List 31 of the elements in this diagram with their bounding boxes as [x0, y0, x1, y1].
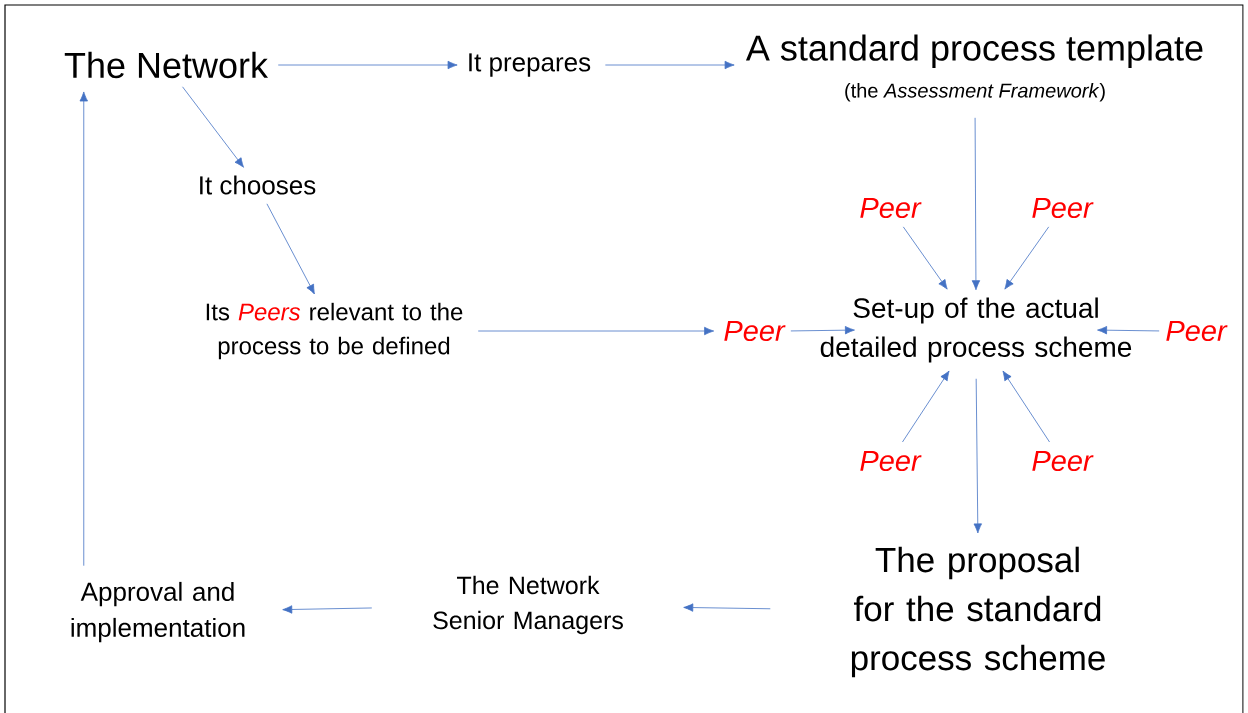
arrow	[1097, 326, 1160, 335]
node-text: Its Peers relevant to the process to be defined	[206, 302, 463, 360]
arrow	[683, 603, 771, 612]
arrow	[277, 60, 458, 70]
heading-text: A standard process template (the Assessment Framework)	[745, 34, 1203, 102]
node-text: The proposal for the standard process scheme	[851, 546, 1105, 678]
arrow	[1004, 226, 1050, 290]
peer-label: Peer	[1032, 197, 1094, 219]
arrow	[477, 326, 715, 336]
arrow	[1002, 370, 1050, 443]
arrow	[971, 117, 981, 291]
arrow	[790, 326, 855, 335]
node-text: Approval and implementation	[71, 581, 245, 643]
peer-label: Peer	[1032, 450, 1094, 472]
peer-label: Peer	[860, 197, 922, 219]
arrow	[902, 370, 950, 443]
arrow	[182, 86, 244, 168]
arrow	[604, 60, 735, 70]
node-text: It prepares	[469, 53, 591, 77]
arrow	[266, 203, 315, 295]
node-text: It chooses	[200, 175, 316, 195]
arrow	[79, 91, 88, 567]
node-text: Set-up of the actual detailed process scheme	[820, 297, 1132, 363]
arrow	[902, 226, 948, 290]
node-text: The Network Senior Managers	[433, 575, 623, 635]
arrow	[973, 378, 982, 534]
node-text: The Network	[64, 51, 269, 79]
peer-label: Peer	[860, 450, 922, 472]
peer-label: Peer	[1166, 320, 1228, 342]
peer-label: Peer	[724, 320, 786, 342]
arrow	[282, 605, 373, 614]
